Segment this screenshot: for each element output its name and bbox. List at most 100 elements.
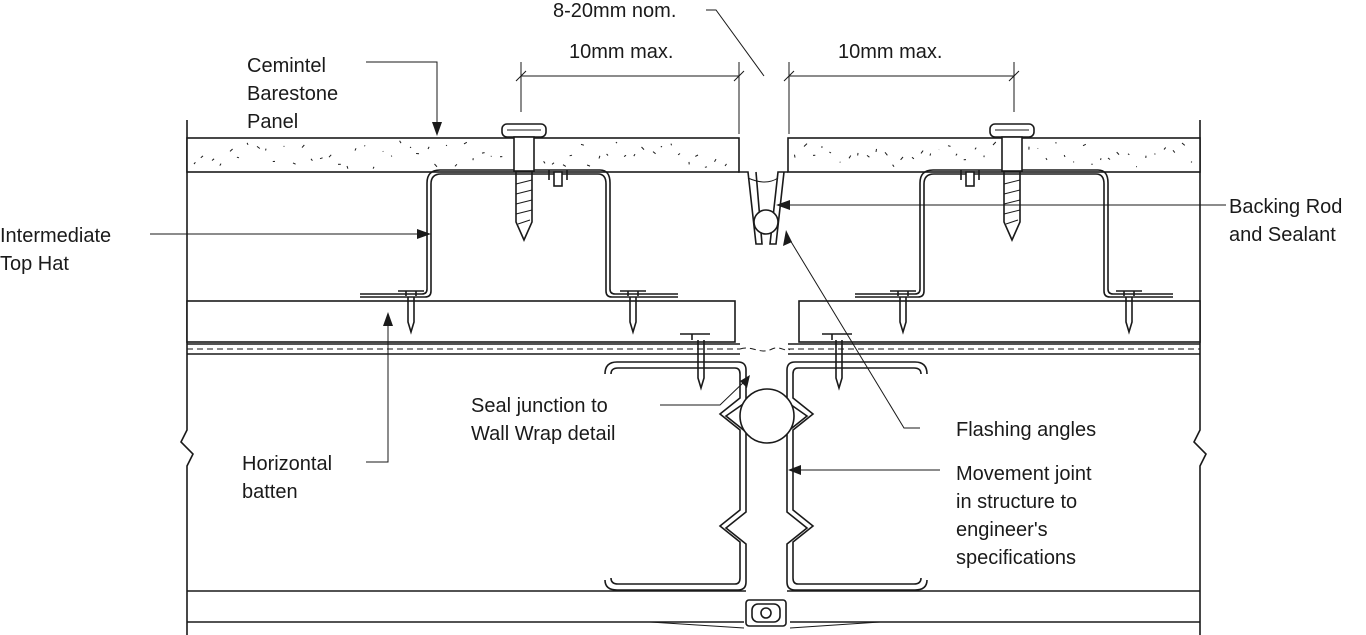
- label-panel-line1: Cemintel: [247, 55, 326, 77]
- structure-c-section-left: [604, 361, 747, 591]
- label-right-max: 10mm max.: [838, 41, 942, 63]
- panel-texture-speck: [481, 152, 485, 154]
- panel-texture-speck: [866, 154, 870, 158]
- label-movement-joint-line2: in structure to: [956, 491, 1077, 513]
- panel-texture-speck: [1063, 154, 1066, 158]
- panel-texture-speck: [463, 141, 468, 145]
- panel-texture-speck: [364, 145, 366, 147]
- panel-texture-speck: [445, 144, 448, 147]
- panel-texture-speck: [390, 155, 393, 157]
- panel-texture-speck: [704, 166, 708, 168]
- label-top-hat-line1: Intermediate: [0, 225, 111, 247]
- panel-texture-speck: [695, 154, 699, 157]
- panel-texture-speck: [310, 158, 313, 161]
- label-left-max: 10mm max.: [569, 41, 673, 63]
- panel-texture-speck: [328, 154, 332, 158]
- panel-texture-speck: [992, 141, 997, 146]
- panel-texture-speck: [714, 158, 717, 162]
- cemintel-panel-right: [787, 137, 1201, 173]
- panel-texture-speck: [974, 147, 977, 150]
- cemintel-panel-left: [186, 137, 740, 173]
- panel-texture-speck: [660, 145, 663, 148]
- panel-texture-speck: [724, 163, 727, 167]
- panel-texture-speck: [677, 153, 681, 156]
- horizontal-batten-left: [186, 300, 736, 343]
- label-backing-rod-line1: Backing Rod: [1229, 196, 1342, 218]
- panel-texture-speck: [1163, 147, 1167, 150]
- panel-texture-speck: [551, 162, 555, 165]
- panel-texture-speck: [292, 162, 296, 165]
- panel-texture-speck: [354, 148, 357, 151]
- panel-texture-speck: [598, 155, 601, 159]
- panel-texture-speck: [427, 146, 430, 150]
- panel-texture-speck: [399, 140, 402, 144]
- panel-texture-speck: [947, 145, 951, 147]
- panel-texture-speck: [219, 163, 222, 166]
- panel-texture-speck: [1172, 149, 1176, 153]
- label-panel-line2: Barestone: [247, 83, 338, 105]
- panel-texture-speck: [434, 163, 438, 168]
- batten-nails: [398, 290, 1142, 391]
- dimension-lines: [515, 9, 1020, 134]
- label-movement-joint-line1: Movement joint: [956, 463, 1092, 485]
- panel-texture-speck: [615, 141, 618, 144]
- panel-screw-left: [501, 123, 547, 242]
- panel-texture-speck: [1116, 151, 1120, 155]
- structure-c-section-right: [786, 361, 928, 591]
- panel-texture-speck: [256, 145, 261, 149]
- panel-texture-speck: [1107, 157, 1111, 160]
- intermediate-top-hat-right: [855, 169, 1173, 298]
- panel-texture-speck: [1181, 142, 1186, 146]
- flashing-angles: [738, 171, 788, 245]
- panel-texture-speck: [211, 158, 215, 161]
- panel-texture-speck: [200, 155, 204, 159]
- label-batten-line2: batten: [242, 481, 298, 503]
- panel-texture-speck: [641, 146, 645, 150]
- panel-texture-speck: [229, 148, 233, 152]
- panel-texture-speck: [319, 157, 323, 160]
- panel-texture-speck: [900, 156, 904, 161]
- label-gap-nominal: 8-20mm nom.: [553, 0, 676, 22]
- frame-lines: [180, 120, 1207, 635]
- panel-texture-speck: [803, 143, 808, 147]
- panel-texture-speck: [652, 151, 656, 155]
- panel-texture-speck: [633, 153, 636, 157]
- panel-texture-speck: [1190, 161, 1193, 163]
- panel-texture-speck: [1072, 161, 1075, 163]
- panel-texture-speck: [1082, 143, 1087, 147]
- horizontal-batten-right: [798, 300, 1201, 343]
- label-seal-junction-line2: Wall Wrap detail: [471, 423, 616, 445]
- panel-texture-speck: [929, 153, 932, 156]
- panel-texture-speck: [884, 151, 888, 156]
- panel-texture-speck: [794, 154, 796, 158]
- structure-backing-rod: [739, 388, 795, 444]
- panel-texture-speck: [409, 146, 412, 149]
- panel-texture-speck: [454, 163, 458, 167]
- panel-texture-speck: [346, 165, 349, 169]
- panel-texture-speck: [875, 148, 877, 152]
- top-hat-rivets: [548, 170, 980, 187]
- panel-texture-speck: [606, 153, 609, 156]
- panel-texture-speck: [1127, 153, 1130, 156]
- leader-lines: [150, 61, 1226, 475]
- panel-texture-speck: [236, 156, 240, 159]
- panel-texture-speck: [569, 154, 573, 157]
- panel-texture-speck: [301, 144, 305, 148]
- panel-texture-speck: [543, 161, 546, 164]
- label-panel-line3: Panel: [247, 111, 298, 133]
- panel-texture-speck: [193, 161, 196, 165]
- panel-texture-speck: [829, 151, 832, 154]
- panel-texture-speck: [920, 150, 924, 154]
- panel-texture-speck: [246, 142, 249, 146]
- label-movement-joint-line4: specifications: [956, 547, 1076, 569]
- panel-texture-speck: [580, 143, 585, 146]
- panel-texture-speck: [623, 154, 627, 158]
- panel-texture-speck: [562, 164, 567, 167]
- panel-texture-speck: [892, 164, 895, 167]
- panel-texture-speck: [670, 143, 672, 146]
- panel-texture-speck: [848, 155, 852, 159]
- label-movement-joint-line3: engineer's: [956, 519, 1048, 541]
- label-flashing: Flashing angles: [956, 419, 1096, 441]
- label-batten-line1: Horizontal: [242, 453, 332, 475]
- structure-base: [187, 590, 1200, 629]
